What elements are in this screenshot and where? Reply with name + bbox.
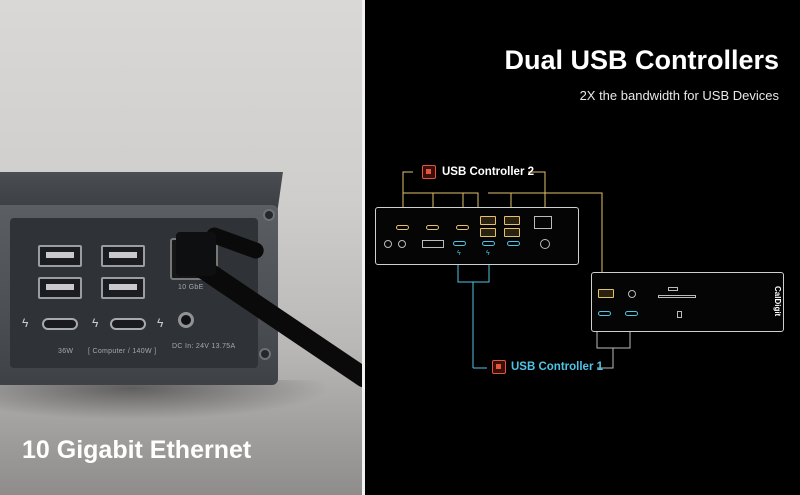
usb-a-port-icon [38,245,82,267]
usb-c-port-icon [507,241,520,246]
photo-caption: 10 Gigabit Ethernet [22,436,252,464]
screw-icon [259,348,271,360]
dc-power-port-icon [540,239,550,249]
dc-power-port-icon [178,312,194,328]
usb-a-port-icon [480,216,496,225]
thunderbolt-icon: ϟ [157,316,164,330]
usb-c-port-icon [426,225,439,230]
port-label-computer: [ Computer / 140W ] [88,348,157,355]
port-label-10gbe: 10 GbE [178,284,204,291]
thunderbolt-icon: ϟ [92,316,99,330]
thunderbolt-icon: ϟ [457,250,461,257]
audio-jack-icon [628,290,636,298]
screw-icon [263,209,275,221]
usb-a-port-icon [598,289,614,298]
diagram-title: Dual USB Controllers [504,45,779,75]
audio-jack-icon [384,240,392,248]
port-label-36w: 36W [58,348,74,355]
displayport-icon [422,240,444,248]
usb-a-port-icon [101,277,145,299]
audio-jack-icon [398,240,406,248]
chip-icon [422,165,436,179]
thunderbolt-icon: ϟ [22,316,29,330]
diagram-subtitle: 2X the bandwidth for USB Devices [579,88,779,103]
thunderbolt-icon: ϟ [486,250,490,257]
usb-a-port-icon [101,245,145,267]
micro-sd-slot-icon [668,287,678,291]
usb-c-port-icon [625,311,638,316]
panel-divider [362,0,365,495]
ethernet-plug [176,232,216,276]
usb-controller-2-label: USB Controller 2 [442,166,535,178]
usb-controller-1-label: USB Controller 1 [511,361,604,373]
usb-a-port-icon [504,216,520,225]
usb-c-port-icon [110,318,146,330]
connection-lines [402,171,631,369]
sd-card-slot-icon [658,295,696,298]
usb-c-port-icon [456,225,469,230]
usb-c-port-icon [42,318,78,330]
usb-c-port-icon [453,241,466,246]
dock-back-panel-diagram: ϟ ϟ [375,207,579,265]
chip-icon [492,360,506,374]
usb-a-port-icon [504,228,520,237]
lock-slot-icon [677,311,682,318]
usb-a-port-icon [480,228,496,237]
ethernet-port-icon [534,216,552,229]
usb-c-port-icon [396,225,409,230]
dock-front-panel-diagram [591,272,784,332]
usb-controller-diagram: Dual USB Controllers 2X the bandwidth fo… [365,0,800,495]
usb-c-port-icon [482,241,495,246]
dock-photo: ϟ ϟ ϟ 36W [ Computer / 140W ] 10 GbE DC … [0,0,362,495]
usb-c-port-icon [598,311,611,316]
brand-logo: CalDigit [773,286,782,317]
dock-shadow [0,380,330,420]
port-label-dc-in: DC In: 24V 13.75A [172,343,236,350]
usb-a-port-icon [38,277,82,299]
